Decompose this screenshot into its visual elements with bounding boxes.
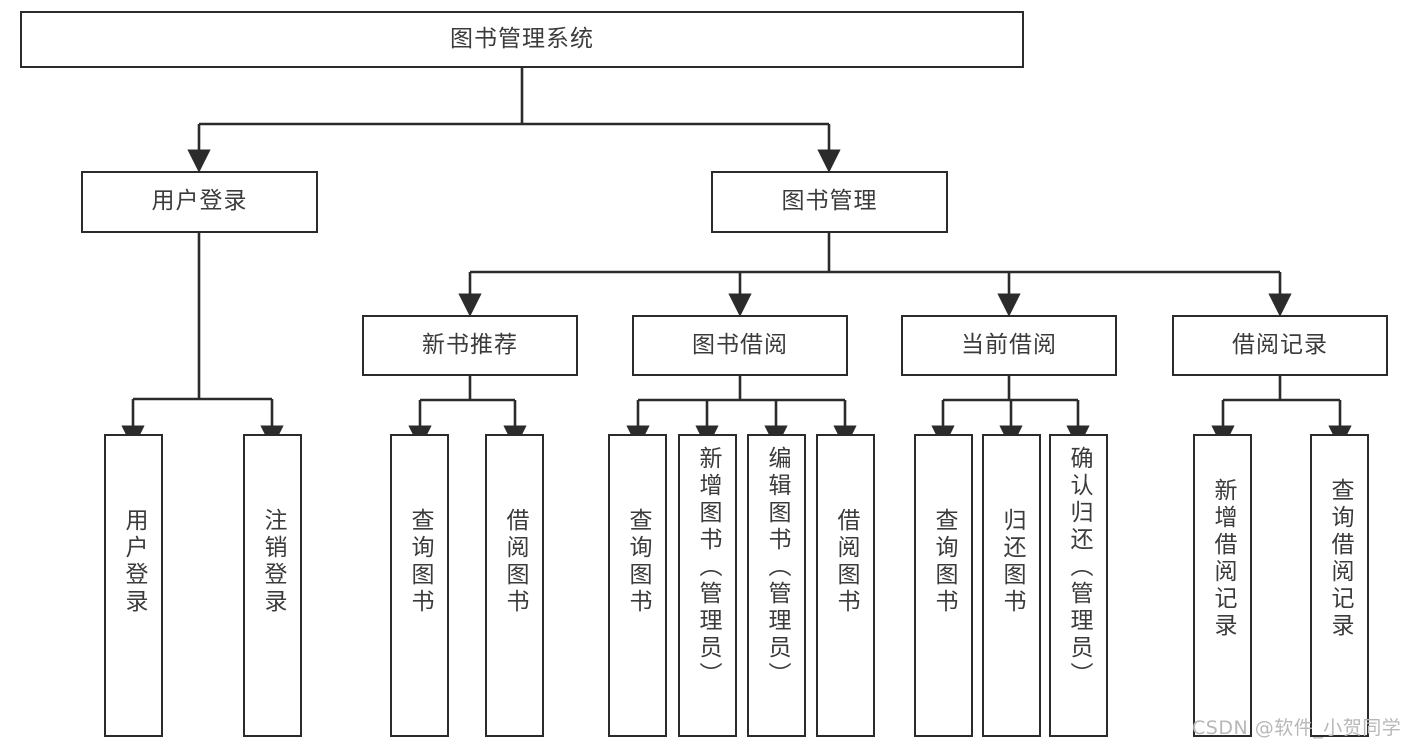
node-leaf-borrow-book-2-label: 借阅图书 [833, 508, 859, 616]
node-leaf-borrow-book-2[interactable]: 借阅图书 [816, 434, 875, 737]
node-leaf-add-record[interactable]: 新增借阅记录 [1193, 434, 1252, 737]
node-book-manage[interactable]: 图书管理 [711, 171, 948, 233]
node-leaf-borrow-book-1[interactable]: 借阅图书 [485, 434, 544, 737]
node-leaf-confirm-return-label: 确认归还（管理员） [1066, 446, 1092, 689]
node-leaf-user-login[interactable]: 用户登录 [104, 434, 163, 737]
node-leaf-return-book[interactable]: 归还图书 [982, 434, 1041, 737]
node-leaf-add-record-label: 新增借阅记录 [1210, 478, 1236, 640]
node-book-borrow[interactable]: 图书借阅 [632, 315, 848, 376]
node-leaf-confirm-return[interactable]: 确认归还（管理员） [1049, 434, 1108, 737]
node-leaf-query-book-1-label: 查询图书 [407, 508, 433, 616]
node-user-login-label: 用户登录 [151, 188, 248, 215]
node-new-book-recommend-label: 新书推荐 [422, 331, 518, 358]
node-book-manage-label: 图书管理 [781, 188, 878, 215]
node-leaf-borrow-book-1-label: 借阅图书 [502, 508, 528, 616]
node-leaf-query-record-label: 查询借阅记录 [1327, 478, 1353, 640]
node-leaf-logout-login[interactable]: 注销登录 [243, 434, 302, 737]
node-new-book-recommend[interactable]: 新书推荐 [362, 315, 578, 376]
node-leaf-edit-book-label: 编辑图书（管理员） [764, 446, 790, 689]
node-leaf-add-book[interactable]: 新增图书（管理员） [678, 434, 737, 737]
node-user-login[interactable]: 用户登录 [81, 171, 318, 233]
node-leaf-query-book-3[interactable]: 查询图书 [914, 434, 973, 737]
node-leaf-query-book-1[interactable]: 查询图书 [390, 434, 449, 737]
node-leaf-query-book-3-label: 查询图书 [931, 508, 957, 616]
node-leaf-return-book-label: 归还图书 [999, 508, 1025, 616]
node-current-borrow[interactable]: 当前借阅 [901, 315, 1117, 376]
csdn-watermark: CSDN @软件_小贺同学 [1192, 717, 1402, 739]
node-leaf-query-book-2[interactable]: 查询图书 [608, 434, 667, 737]
node-borrow-record[interactable]: 借阅记录 [1172, 315, 1388, 376]
node-leaf-user-login-label: 用户登录 [121, 508, 147, 616]
node-borrow-record-label: 借阅记录 [1232, 331, 1328, 358]
node-book-borrow-label: 图书借阅 [692, 331, 788, 358]
node-leaf-query-book-2-label: 查询图书 [625, 508, 651, 616]
node-leaf-query-record[interactable]: 查询借阅记录 [1310, 434, 1369, 737]
node-leaf-edit-book[interactable]: 编辑图书（管理员） [747, 434, 806, 737]
node-leaf-add-book-label: 新增图书（管理员） [695, 446, 721, 689]
node-root[interactable]: 图书管理系统 [20, 11, 1024, 68]
node-root-label: 图书管理系统 [450, 25, 594, 52]
node-current-borrow-label: 当前借阅 [961, 331, 1057, 358]
node-leaf-logout-login-label: 注销登录 [260, 508, 286, 616]
